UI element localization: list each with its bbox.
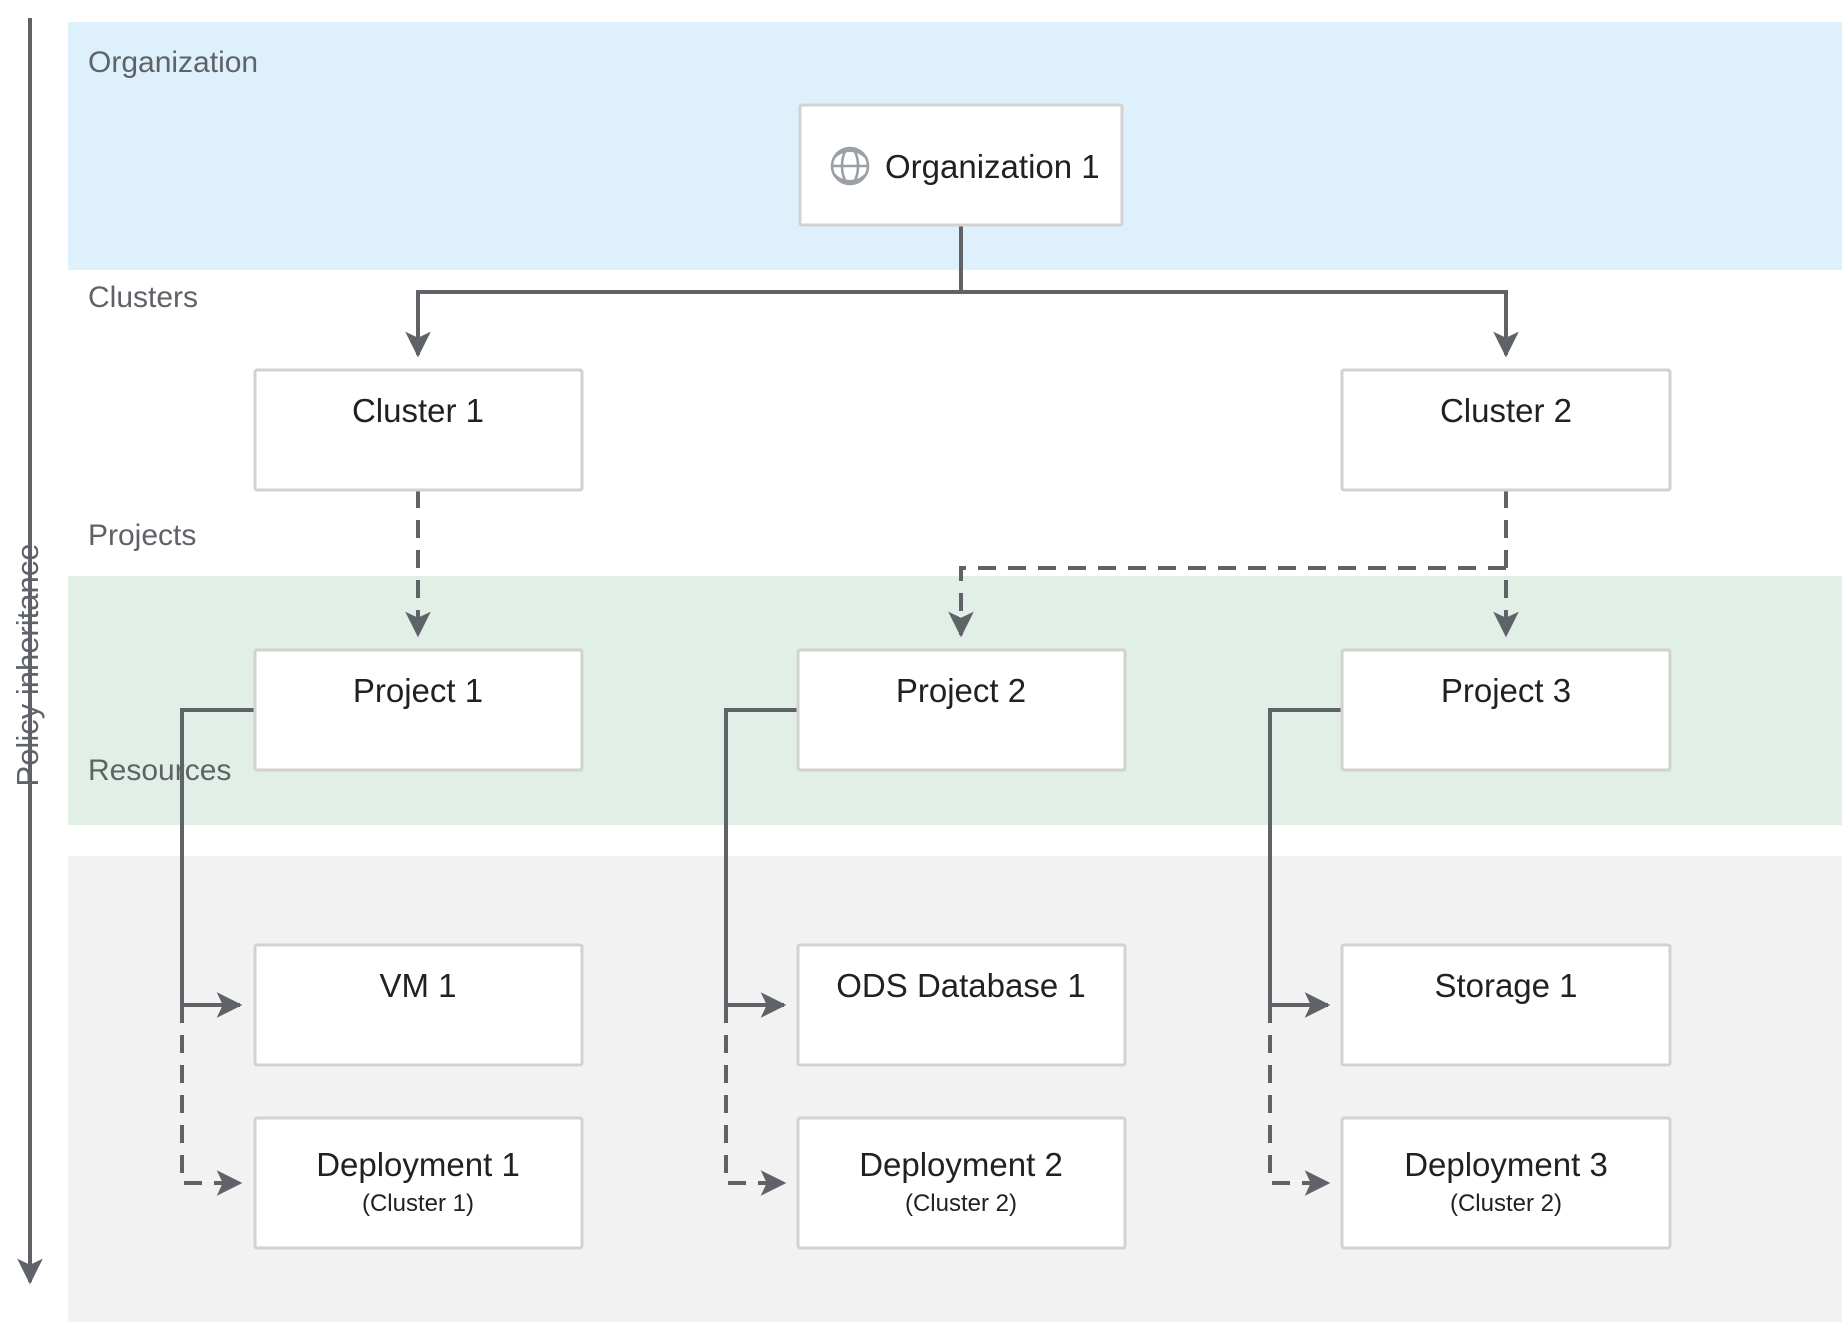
edge-project2-to-resources: [724, 708, 798, 1196]
edge-clusters-to-projects: [405, 490, 1519, 638]
node-label-vm-1: VM 1: [379, 967, 456, 1004]
edge-project3-to-resources: [1268, 708, 1342, 1196]
node-deployment-3[interactable]: Deployment 3 (Cluster 2): [1340, 1116, 1672, 1250]
node-ods-database-1[interactable]: ODS Database 1: [796, 943, 1127, 1067]
node-label-ods-database-1: ODS Database 1: [836, 967, 1085, 1004]
node-label-project-3: Project 3: [1441, 672, 1571, 709]
node-label-deployment-1: Deployment 1: [316, 1146, 520, 1183]
band-label-resources: Resources: [88, 754, 231, 787]
node-sublabel-deployment-1: (Cluster 1): [362, 1190, 474, 1217]
node-storage-1[interactable]: Storage 1: [1340, 943, 1672, 1067]
edge-org-cluster1: [405, 290, 961, 358]
node-project-1[interactable]: Project 1: [253, 648, 584, 772]
node-cluster-2[interactable]: Cluster 2: [1340, 368, 1672, 492]
edge-project3-deployment3: [1268, 1005, 1331, 1196]
edge-cluster2-project2: [948, 566, 1506, 638]
policy-inheritance-label: Policy inheritance: [10, 544, 45, 787]
edge-organization-to-clusters: [405, 225, 1519, 358]
node-label-organization: Organization 1: [885, 148, 1100, 185]
node-cluster-1[interactable]: Cluster 1: [253, 368, 584, 492]
node-label-deployment-3: Deployment 3: [1404, 1146, 1608, 1183]
band-label-organization: Organization: [88, 46, 258, 79]
node-label-cluster-2: Cluster 2: [1440, 392, 1572, 429]
policy-inheritance-axis: Policy inheritance: [10, 18, 45, 1285]
node-project-2[interactable]: Project 2: [796, 648, 1127, 772]
node-sublabel-deployment-2: (Cluster 2): [905, 1190, 1017, 1217]
node-label-project-2: Project 2: [896, 672, 1026, 709]
band-label-projects: Projects: [88, 519, 196, 552]
edge-org-cluster2: [961, 290, 1519, 358]
edge-project1-to-resources: [180, 708, 255, 1196]
node-deployment-1[interactable]: Deployment 1 (Cluster 1): [253, 1116, 584, 1250]
node-label-deployment-2: Deployment 2: [859, 1146, 1063, 1183]
node-organization[interactable]: Organization 1: [798, 103, 1124, 227]
edge-project2-deployment2: [724, 1005, 787, 1196]
node-label-project-1: Project 1: [353, 672, 483, 709]
node-sublabel-deployment-3: (Cluster 2): [1450, 1190, 1562, 1217]
edge-project3-storage1: [1268, 708, 1342, 1018]
edge-project2-ods1: [724, 708, 798, 1018]
node-label-cluster-1: Cluster 1: [352, 392, 484, 429]
edge-project1-vm1: [180, 708, 255, 1018]
node-label-storage-1: Storage 1: [1434, 967, 1577, 1004]
node-deployment-2[interactable]: Deployment 2 (Cluster 2): [796, 1116, 1127, 1250]
band-label-clusters: Clusters: [88, 281, 198, 314]
globe-icon: [830, 146, 870, 186]
edge-project1-deployment1: [180, 1005, 243, 1196]
node-project-3[interactable]: Project 3: [1340, 648, 1672, 772]
node-vm-1[interactable]: VM 1: [253, 943, 584, 1067]
